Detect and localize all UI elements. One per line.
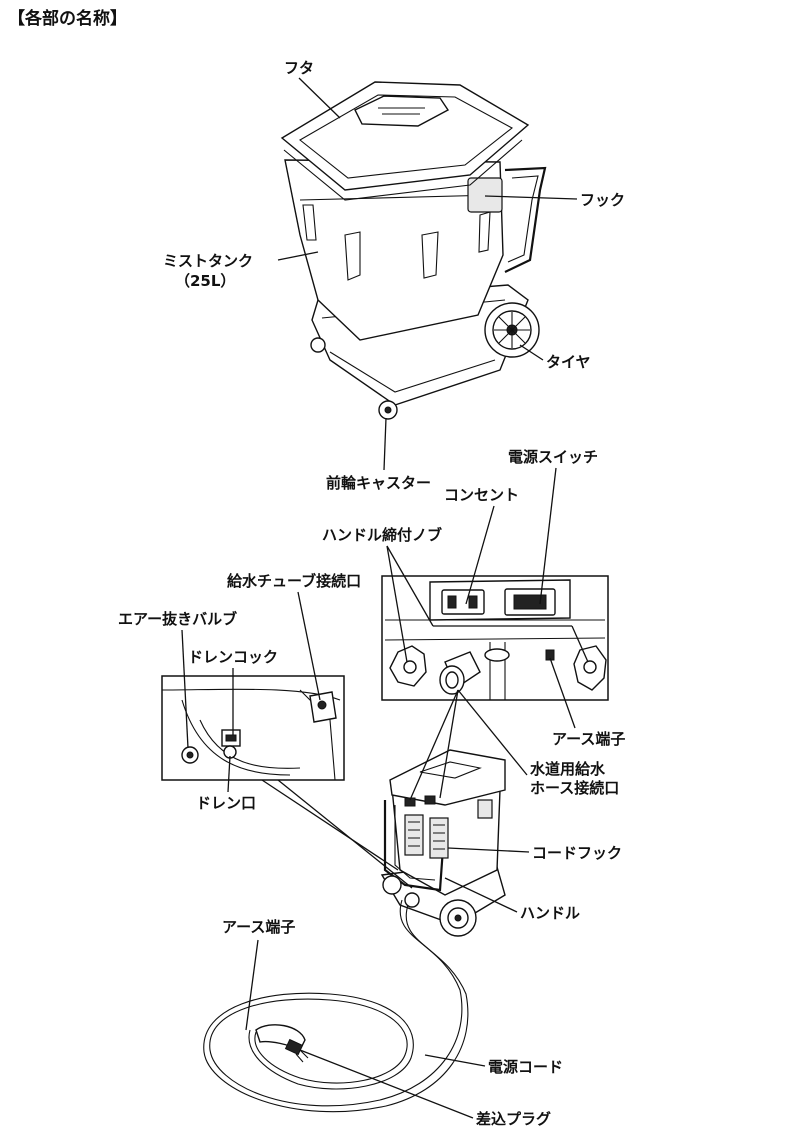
- label-hose-connection-1: 水道用給水: [530, 760, 606, 778]
- label-power-switch: 電源スイッチ: [508, 448, 598, 466]
- label-outlet: コンセント: [444, 486, 519, 504]
- label-power-cord: 電源コード: [488, 1058, 563, 1076]
- label-earth-terminal-right: アース端子: [552, 730, 625, 748]
- mist-tank-small-illustration: [380, 749, 506, 937]
- label-caster: 前輪キャスター: [326, 474, 431, 492]
- label-handle: ハンドル: [520, 904, 580, 922]
- label-futa: フタ: [284, 59, 314, 77]
- label-tire: タイヤ: [546, 353, 591, 371]
- label-drain-cock: ドレンコック: [188, 648, 278, 666]
- label-supply-tube-port: 給水チューブ接続口: [227, 572, 361, 590]
- label-earth-terminal-left: アース端子: [222, 918, 295, 936]
- mist-tank-illustration: [280, 81, 547, 420]
- label-air-valve: エアー抜きバルブ: [118, 610, 237, 628]
- label-hose-connection-2: ホース接続口: [530, 779, 619, 797]
- label-cord-hook: コードフック: [532, 844, 622, 862]
- control-panel-detail: [381, 575, 609, 701]
- label-mist-tank: ミストタンク: [163, 252, 253, 270]
- label-handle-knob: ハンドル締付ノブ: [322, 526, 442, 544]
- label-mist-tank-capacity: （25L）: [175, 272, 235, 290]
- page-title: 【各部の名称】: [8, 8, 127, 29]
- label-hook: フック: [580, 191, 625, 209]
- label-drain-port: ドレン口: [196, 794, 256, 812]
- drain-detail: [161, 675, 345, 781]
- label-plug: 差込プラグ: [476, 1110, 551, 1128]
